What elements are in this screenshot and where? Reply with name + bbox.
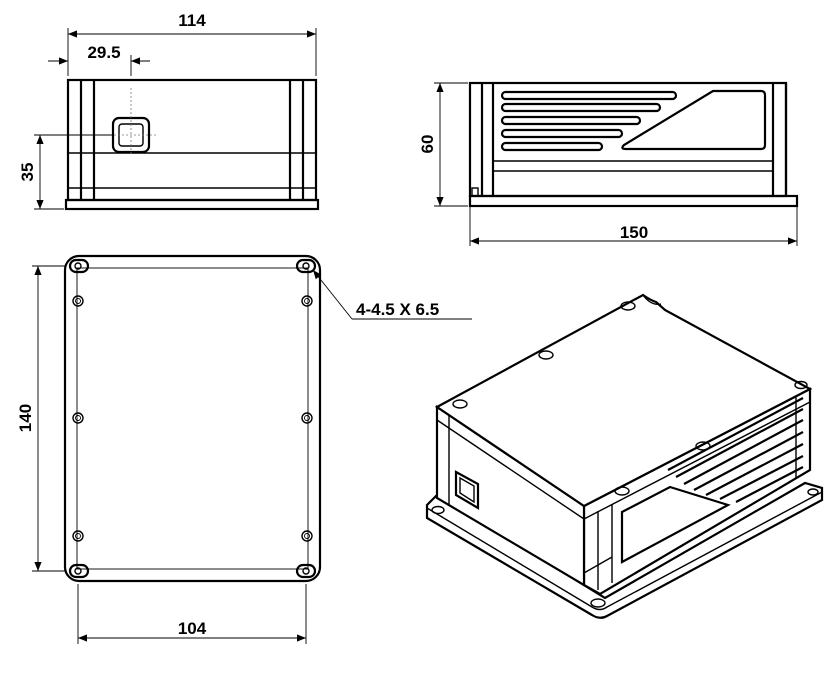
front-view [64, 78, 320, 211]
iso-window [454, 470, 480, 510]
dimension-plan-length: 140 [16, 265, 66, 572]
side-view [468, 81, 799, 208]
dimension-hole-spacing: 104 [77, 584, 307, 644]
dimension-label-104: 104 [178, 619, 207, 638]
vent-slots [500, 90, 678, 152]
dimension-label-29-5: 29.5 [87, 43, 120, 62]
side-panel-recess [621, 89, 767, 151]
corner-mounting-holes [68, 258, 317, 579]
dimension-label-150: 150 [620, 223, 648, 242]
dimension-front-width: 114 [67, 11, 317, 76]
dimension-label-140: 140 [16, 404, 35, 432]
dimension-label-114: 114 [178, 11, 206, 30]
dimension-window-offset: 29.5 [48, 43, 150, 76]
dimension-side-length: 150 [469, 206, 798, 246]
top-view [63, 254, 322, 583]
iso-vent-slots [667, 397, 804, 503]
dimension-side-height: 60 [418, 82, 468, 207]
iso-side-recess [620, 485, 731, 564]
dimension-label-60: 60 [418, 135, 437, 154]
mounting-hole-label: 4-4.5 X 6.5 [356, 300, 439, 319]
isometric-view [425, 293, 824, 619]
dimension-label-35: 35 [18, 163, 37, 182]
mounting-hole-callout: 4-4.5 X 6.5 [312, 269, 472, 320]
cover-screws [72, 295, 313, 542]
dimension-window-height: 35 [18, 134, 112, 210]
